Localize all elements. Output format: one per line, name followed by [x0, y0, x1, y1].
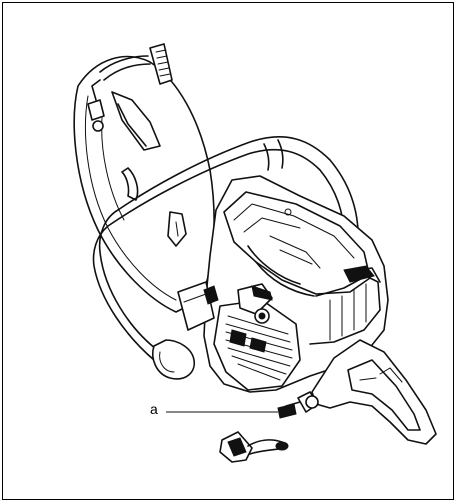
detached-cap	[219, 431, 289, 463]
front-handle	[92, 136, 360, 363]
rear-handle	[311, 339, 437, 445]
water-nozzle	[87, 79, 105, 132]
blade-guard	[73, 55, 215, 313]
callout-label: a	[150, 401, 158, 417]
control-lever	[237, 283, 273, 324]
arm-bracket	[177, 281, 219, 331]
fuel-fitting-a	[277, 391, 319, 419]
support-foot	[152, 339, 195, 380]
guard-handle	[99, 43, 173, 85]
cylinder-fins	[213, 299, 301, 391]
